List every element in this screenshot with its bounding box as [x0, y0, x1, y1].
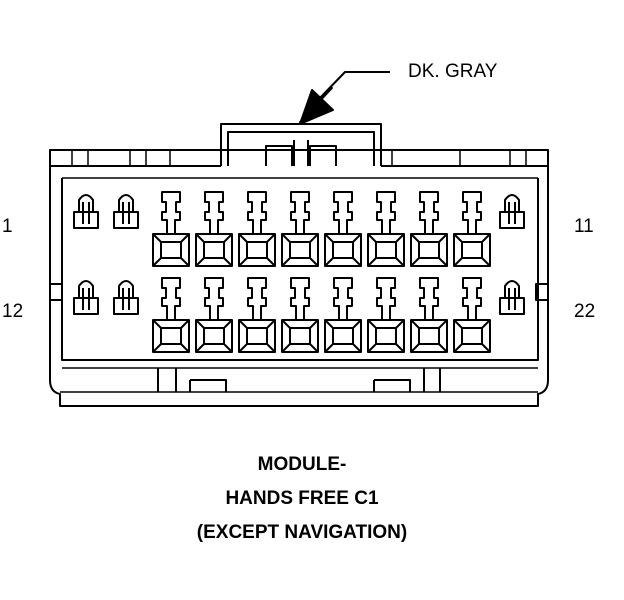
pin-cavity-22 — [499, 280, 525, 315]
pin-cavity-6 — [281, 191, 319, 267]
pin-cavity-21 — [453, 277, 491, 353]
pin-label-1: 1 — [2, 216, 13, 237]
connector-latch — [220, 123, 382, 166]
pin-cavity-13 — [113, 280, 139, 315]
pin-cavity-18 — [324, 277, 362, 353]
pin-cavity-10 — [453, 191, 491, 267]
pin-cavity-14 — [152, 277, 190, 353]
pin-label-22: 22 — [574, 301, 596, 322]
pin-cavity-7 — [324, 191, 362, 267]
pin-cavity-9 — [410, 191, 448, 267]
pin-cavity-8 — [367, 191, 405, 267]
pin-cavity-19 — [367, 277, 405, 353]
pin-cavity-5 — [238, 191, 276, 267]
leader-line — [317, 71, 390, 101]
caption-line-2: HANDS FREE C1 — [225, 488, 379, 509]
pin-cavity-2 — [113, 194, 139, 229]
pin-cavity-15 — [195, 277, 233, 353]
pin-array — [73, 191, 525, 353]
pin-cavity-4 — [195, 191, 233, 267]
pin-label-12: 12 — [2, 301, 24, 322]
pin-cavity-1 — [73, 194, 99, 229]
caption-line-1: MODULE- — [257, 454, 347, 475]
pin-cavity-3 — [152, 191, 190, 267]
pin-cavity-17 — [281, 277, 319, 353]
caption-line-3: (EXCEPT NAVIGATION) — [196, 522, 408, 543]
connector-body — [49, 149, 549, 407]
pin-cavity-11 — [499, 194, 525, 229]
pin-cavity-16 — [238, 277, 276, 353]
wire-color-label: DK. GRAY — [408, 61, 498, 82]
pin-cavity-20 — [410, 277, 448, 353]
pin-label-11: 11 — [574, 216, 594, 237]
pin-cavity-12 — [73, 280, 99, 315]
